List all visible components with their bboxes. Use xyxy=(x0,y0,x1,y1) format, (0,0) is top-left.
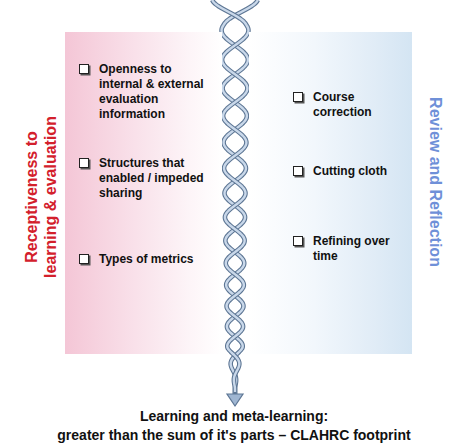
checkbox-symbol xyxy=(79,64,89,74)
panel-ground xyxy=(249,32,412,354)
caption-text: Learning and meta-learning: greater than… xyxy=(0,407,468,445)
checklist-item: Refining over time xyxy=(293,234,403,264)
caption-text: Learning and meta-learning: greater than… xyxy=(0,407,468,445)
checkbox-symbol xyxy=(79,254,89,264)
item-text: Openness to internal & external evaluati… xyxy=(99,62,205,122)
item-text: Structures that enabled / impeded sharin… xyxy=(99,156,205,201)
item-text: Refining over time xyxy=(313,234,403,264)
panel-heading: Receptiveness to learning & evaluation xyxy=(22,102,60,292)
item-text: Cutting cloth xyxy=(313,164,397,179)
panel-band: Receptiveness to learning & evaluationOp… xyxy=(65,32,222,354)
checklist-item: Types of metrics xyxy=(79,252,205,267)
panel-band: Review and ReflectionCourse correctionCu… xyxy=(249,32,412,354)
arrow-head xyxy=(227,394,243,406)
checklist-item: Cutting cloth xyxy=(293,164,397,179)
item-text: Types of metrics xyxy=(99,252,205,267)
checklist-item: Structures that enabled / impeded sharin… xyxy=(79,156,205,201)
checkbox-symbol xyxy=(79,158,89,168)
item-text: Course correction xyxy=(313,90,397,120)
checklist-item: Course correction xyxy=(293,90,397,120)
checklist-item: Openness to internal & external evaluati… xyxy=(79,62,205,122)
panel-heading: Review and Reflection xyxy=(426,72,445,292)
checkbox-symbol xyxy=(293,236,303,246)
checkbox-symbol xyxy=(293,166,303,176)
checkbox-symbol xyxy=(293,92,303,102)
